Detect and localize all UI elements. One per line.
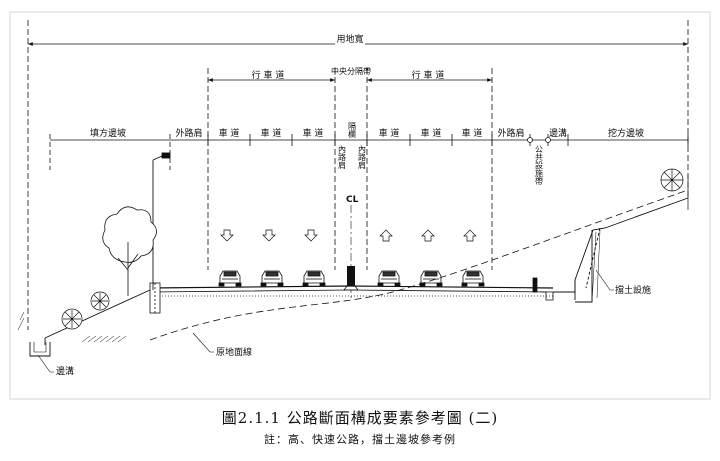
caption-note: 註：高、快速公路，擋土邊坡參考例 <box>264 433 456 446</box>
fill-slope-label: 填方邊坡 <box>90 127 126 139</box>
centerline: CL <box>346 195 359 300</box>
car-5 <box>419 270 443 287</box>
inner-shoulder-left-label: 內路肩 <box>338 145 347 170</box>
utility-strip-label: 公共設施帶 <box>535 145 544 186</box>
annotation-leaders <box>37 269 614 373</box>
caption-title: 圖2.1.1 公路斷面構成要素參考圖 (二) <box>221 409 499 427</box>
tree <box>102 206 157 296</box>
car-2 <box>260 270 284 287</box>
carriageway-left-label: 行 車 道 <box>252 69 285 81</box>
side-ditch-bottom-label: 邊溝 <box>56 365 74 377</box>
lane-5-label: 車 道 <box>421 127 442 139</box>
outer-shoulder-left-label: 外路肩 <box>175 127 202 139</box>
car-6 <box>461 270 485 287</box>
lane-4-label: 車 道 <box>379 127 400 139</box>
outer-shoulder-right-label: 外路肩 <box>497 127 524 139</box>
shrub-right <box>660 168 689 210</box>
retaining-structure-label: 擋土設施 <box>615 284 651 296</box>
side-ditch-top-label: 邊溝 <box>549 127 567 139</box>
original-ground-label: 原地面線 <box>216 346 252 358</box>
arrow-down-2 <box>262 229 276 242</box>
page-frame <box>9 11 711 400</box>
lane-3-label: 車 道 <box>303 127 324 139</box>
arrow-up-3 <box>463 229 477 242</box>
direction-arrows <box>220 229 477 242</box>
right-of-way-label: 用地寬 <box>336 33 363 45</box>
ground-hatch <box>17 311 127 343</box>
car-1 <box>218 270 242 287</box>
car-3 <box>302 270 326 287</box>
arrow-up-2 <box>421 229 435 242</box>
carriageway-right-label: 行 車 道 <box>412 69 445 81</box>
lane-2-label: 車 道 <box>261 127 282 139</box>
fill-slope <box>29 289 151 357</box>
car-4 <box>377 270 401 287</box>
lane-6-label: 車 道 <box>462 127 483 139</box>
side-ditch-bottom <box>29 342 51 357</box>
lamp-post <box>152 152 171 290</box>
centerline-symbol: CL <box>346 195 359 205</box>
vehicles <box>218 270 485 287</box>
median-barrier-label: 隔欄 <box>348 122 357 139</box>
pavement <box>149 277 554 314</box>
element-dimension <box>49 134 689 170</box>
original-ground-line <box>149 189 689 341</box>
cut-slope <box>553 197 689 303</box>
shrubs-left <box>61 291 110 330</box>
inner-shoulder-right-label: 內路肩 <box>358 145 367 170</box>
lane-1-label: 車 道 <box>219 127 240 139</box>
arrow-up-1 <box>379 229 393 242</box>
central-median-label: 中央分隔帶 <box>331 66 371 76</box>
arrow-down-3 <box>304 229 318 242</box>
arrow-down-1 <box>220 229 234 242</box>
carriageway-dimension <box>207 68 493 270</box>
cut-slope-label: 挖方邊坡 <box>608 127 644 139</box>
